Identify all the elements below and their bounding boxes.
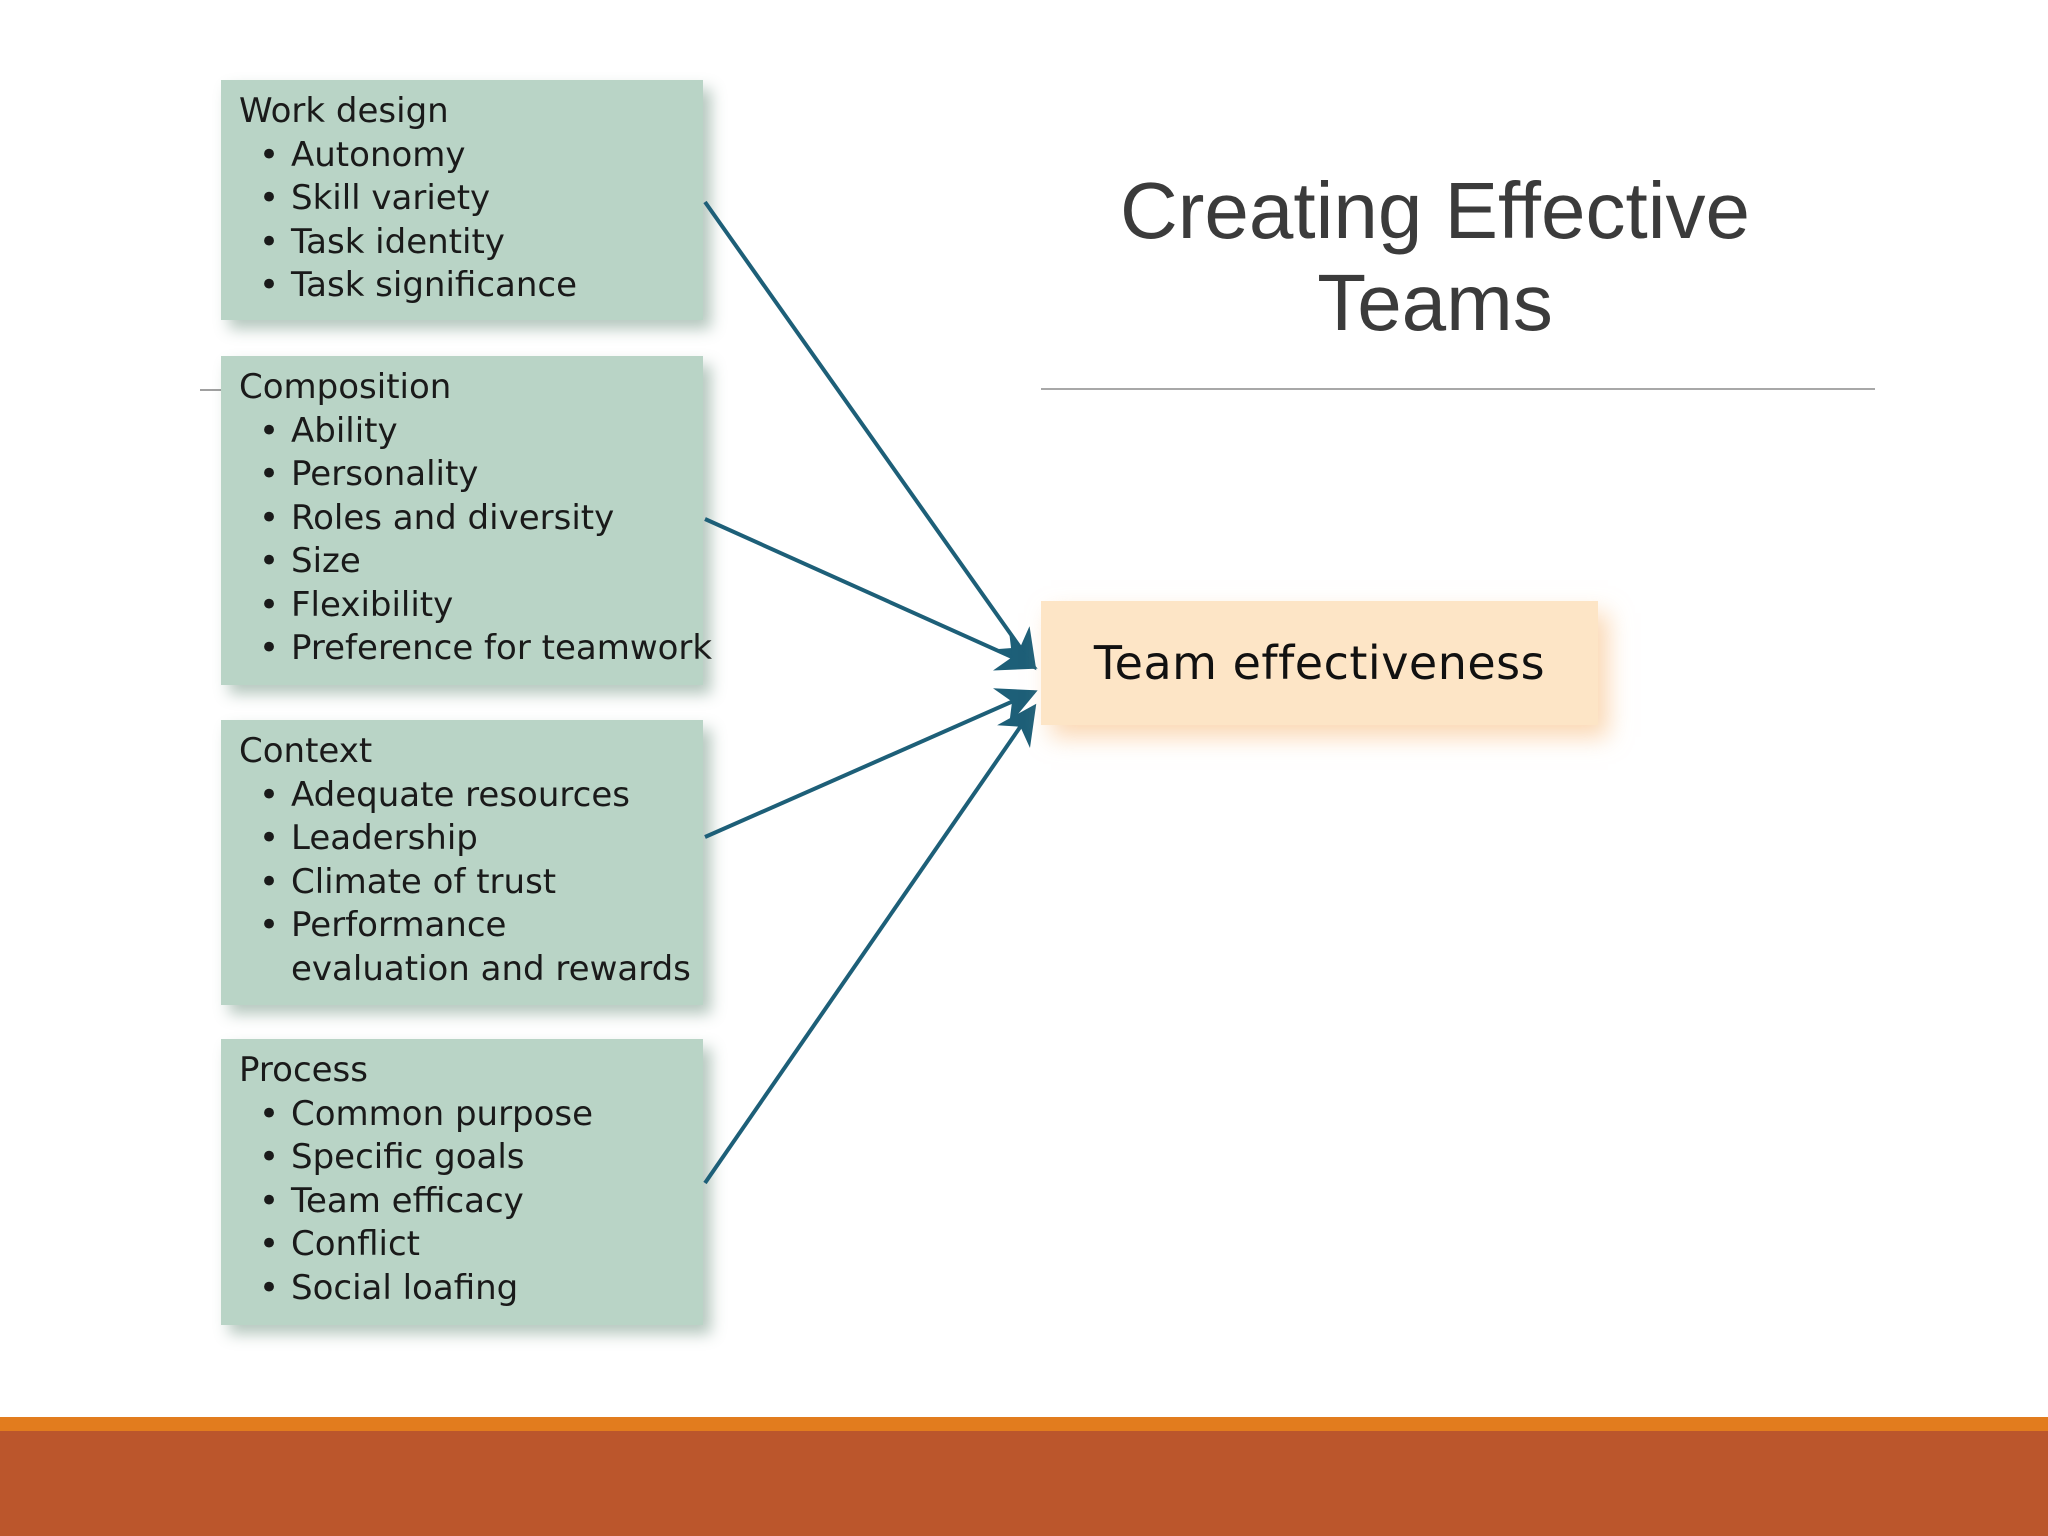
category-items: Adequate resources Leadership Climate of… [239,774,703,992]
title-divider [1041,388,1875,390]
category-item: Task identity [239,221,703,265]
category-box-composition: Composition Ability Personality Roles an… [221,356,712,685]
arrow-composition [704,517,1038,671]
category-item: Task significance [239,264,703,308]
category-item: Roles and diversity [239,497,703,541]
category-title: Context [239,731,373,771]
slide-edge-mark [200,389,221,391]
category-item: Adequate resources [239,774,703,818]
category-item: Skill variety [239,177,703,221]
category-item: Personality [239,453,703,497]
category-title: Work design [239,91,449,131]
category-item: Performance evaluation and rewards [239,904,703,991]
category-box-context: Context Adequate resources Leadership Cl… [221,720,703,1005]
category-item: Specific goals [239,1136,703,1180]
category-item: Common purpose [239,1093,703,1137]
category-item: Ability [239,410,703,454]
category-item: Team efficacy [239,1180,703,1224]
category-item: Climate of trust [239,861,703,905]
slide-title: Creating Effective Teams [1120,166,1750,347]
category-items: Common purpose Specific goals Team effic… [239,1093,703,1311]
category-item: Size [239,540,703,584]
outcome-label: Team effectiveness [1093,636,1546,690]
category-item: Social loafing [239,1267,703,1311]
category-item: Autonomy [239,134,703,178]
category-items: Autonomy Skill variety Task identity Tas… [239,134,703,308]
category-item: Conflict [239,1223,703,1267]
category-title: Composition [239,367,452,407]
arrow-work-design [703,200,1037,671]
category-items: Ability Personality Roles and diversity … [239,410,712,671]
category-item: Preference for teamwork [239,627,712,671]
category-item: Flexibility [239,584,703,628]
outcome-box: Team effectiveness [1041,601,1598,725]
category-box-process: Process Common purpose Specific goals Te… [221,1039,703,1325]
category-title: Process [239,1050,368,1090]
category-box-work-design: Work design Autonomy Skill variety Task … [221,80,703,320]
arrow-context [704,688,1038,839]
footer-band [0,1431,2048,1536]
arrow-process [703,703,1037,1185]
footer-accent-line [0,1417,2048,1431]
category-item: Leadership [239,817,703,861]
